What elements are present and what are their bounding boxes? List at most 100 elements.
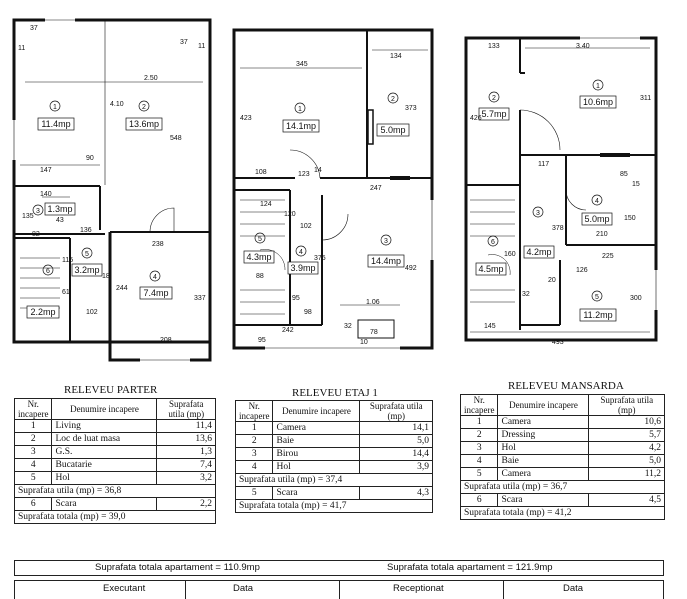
total-row: Suprafata totala (mp) = 41,2 (459, 506, 665, 520)
dim: 135 (22, 213, 34, 220)
dim: 423 (240, 115, 252, 122)
apartment-totals: Suprafata totala apartament = 110.9mp Su… (14, 560, 664, 576)
plan-mansarda (464, 35, 659, 342)
svg-text:3: 3 (384, 238, 388, 245)
svg-text:5: 5 (258, 236, 262, 243)
dim: 548 (170, 135, 182, 142)
data-label: Data (563, 583, 584, 594)
dim: 378 (552, 225, 564, 232)
svg-text:5.0mp: 5.0mp (380, 125, 405, 135)
dim: 373 (405, 105, 417, 112)
dim: 145 (484, 323, 496, 330)
dim: 134 (390, 53, 402, 60)
dim: 15 (632, 181, 640, 188)
table-header: Nr. incapere Denumire incapere Suprafata… (13, 398, 216, 420)
svg-text:6: 6 (46, 268, 50, 275)
room-label: 25.7mp (478, 91, 510, 121)
dim: 126 (576, 267, 588, 274)
svg-text:1: 1 (298, 106, 302, 113)
room-label: 47.4mp (139, 270, 173, 300)
dim: 117 (538, 161, 549, 168)
dim: 150 (624, 215, 636, 222)
svg-text:10.6mp: 10.6mp (583, 97, 613, 107)
dim: 123 (298, 171, 310, 178)
dim: 242 (282, 327, 294, 334)
svg-text:4: 4 (299, 249, 303, 256)
svg-text:11.2mp: 11.2mp (583, 310, 612, 320)
dim: 375 (314, 255, 326, 262)
svg-text:2.2mp: 2.2mp (30, 307, 55, 317)
svg-text:3: 3 (536, 210, 540, 217)
plan-etaj (232, 28, 435, 351)
svg-text:1: 1 (596, 83, 600, 90)
dim: 247 (370, 185, 382, 192)
svg-text:13.6mp: 13.6mp (129, 119, 159, 129)
room-label: 114.1mp (282, 102, 320, 133)
dim: 43 (56, 217, 64, 224)
executant-label: Executant (103, 583, 146, 594)
dim: 345 (296, 61, 308, 68)
svg-text:2: 2 (391, 96, 395, 103)
svg-text:5.0mp: 5.0mp (584, 214, 609, 224)
subtotal-row: Suprafata utila (mp) = 36,8 (13, 484, 216, 498)
room-label: 511.2mp (579, 290, 617, 322)
dim: 133 (488, 43, 500, 50)
dim: 102 (86, 309, 98, 316)
table-title-etaj: RELEVEU ETAJ 1 (292, 387, 378, 399)
dim: 147 (40, 167, 52, 174)
svg-text:1: 1 (53, 104, 57, 111)
svg-text:11.4mp: 11.4mp (41, 119, 70, 129)
dim: 14 (314, 167, 322, 174)
dim: 244 (116, 285, 128, 292)
dim: 493 (552, 339, 564, 346)
total-utila: Suprafata totala apartament = 110.9mp (95, 562, 260, 573)
total-row: Suprafata totala (mp) = 39,0 (13, 510, 216, 524)
svg-text:4: 4 (153, 274, 157, 281)
table-header: Nr. incapere Denumire incapere Suprafata… (459, 394, 665, 416)
dim: 85 (620, 171, 628, 178)
svg-text:14.4mp: 14.4mp (371, 256, 401, 266)
table-etaj: Nr. incapere Denumire incapere Suprafata… (234, 400, 433, 513)
dim: 90 (86, 155, 94, 162)
dim: 10 (360, 339, 368, 346)
svg-text:6: 6 (491, 239, 495, 246)
dim: 2.50 (144, 75, 158, 82)
room-label: 45.0mp (581, 194, 613, 226)
svg-text:3.9mp: 3.9mp (290, 263, 315, 273)
room-label: 54.3mp (243, 232, 275, 264)
dimension-labels: 37 37 11 11 2.50 548 4.10 147 90 140 43 … (18, 25, 651, 346)
table-parter: Nr. incapere Denumire incapere Suprafata… (13, 398, 216, 524)
dim: 11 (198, 43, 205, 50)
room-label: 1 10.6mp (579, 79, 617, 109)
data-label: Data (233, 583, 254, 594)
dim: 426 (470, 115, 482, 122)
svg-text:2: 2 (142, 104, 146, 111)
svg-text:4.5mp: 4.5mp (478, 264, 503, 274)
dim: 82 (32, 231, 40, 238)
room-label: 2 5.0mp (376, 92, 410, 137)
dim: 95 (258, 337, 266, 344)
svg-text:5.7mp: 5.7mp (481, 109, 506, 119)
dim: 492 (405, 265, 417, 272)
room-label: 1 11.4mp (37, 100, 75, 131)
total-totala: Suprafata totala apartament = 121.9mp (387, 562, 553, 573)
svg-text:3.2mp: 3.2mp (74, 265, 99, 275)
dim: 20 (548, 277, 556, 284)
total-row: Suprafata totala (mp) = 41,7 (234, 499, 433, 513)
room-label: 3 14.4mp (367, 234, 405, 268)
table-title-parter: RELEVEU PARTER (64, 384, 158, 396)
dim: 124 (260, 201, 272, 208)
signature-table: Executant Data Receptionat Data (14, 580, 664, 599)
dim: 37 (180, 39, 188, 46)
